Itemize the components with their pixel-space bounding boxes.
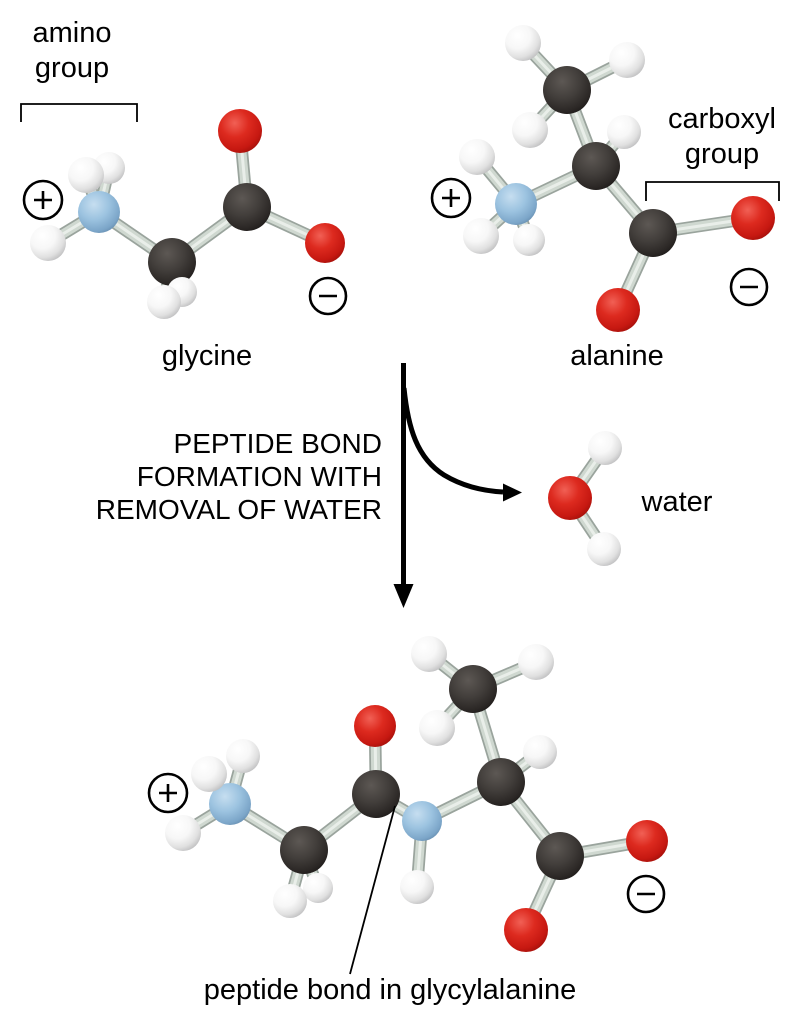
atom-N: [209, 783, 251, 825]
amino-group-bracket: [20, 103, 138, 122]
peptide-bond-pointer-line: [349, 805, 396, 975]
atom-O: [596, 288, 640, 332]
reaction-arrowhead: [393, 584, 414, 608]
atom-O: [626, 820, 668, 862]
molecule-water: [548, 431, 622, 566]
atom-H: [165, 815, 201, 851]
carboxyl-group-label: carboxyl group: [668, 103, 776, 170]
atom-O: [731, 196, 775, 240]
plus-charge-symbol: [22, 179, 64, 221]
atom-H: [459, 139, 495, 175]
atom-H: [512, 112, 548, 148]
atom-C: [572, 142, 620, 190]
plus-charge-symbol: [430, 177, 472, 219]
atom-H: [587, 532, 621, 566]
atom-H: [523, 735, 557, 769]
atom-C: [280, 826, 328, 874]
atom-O: [218, 109, 262, 153]
atom-N: [402, 801, 442, 841]
atom-H: [609, 42, 645, 78]
atom-C: [477, 758, 525, 806]
atom-H: [303, 873, 333, 903]
water-branch-arrowhead: [503, 483, 522, 502]
minus-charge-symbol: [626, 874, 666, 914]
atom-H: [419, 710, 455, 746]
atom-H: [518, 644, 554, 680]
peptide-bond-label: peptide bond in glycylalanine: [203, 974, 577, 1006]
atom-H: [191, 756, 227, 792]
atom-O: [305, 223, 345, 263]
atom-H: [607, 115, 641, 149]
atom-H: [147, 285, 181, 319]
atom-C: [543, 66, 591, 114]
atom-H: [513, 224, 545, 256]
plus-charge-symbol: [147, 772, 189, 814]
molecule-glycylalanine: [147, 636, 668, 952]
molecule-glycine: [22, 109, 348, 319]
atom-C: [536, 832, 584, 880]
atom-H: [226, 739, 260, 773]
atom-C: [352, 770, 400, 818]
atom-H: [273, 884, 307, 918]
minus-charge-symbol: [729, 267, 769, 307]
atom-O: [354, 705, 396, 747]
atom-H: [68, 157, 104, 193]
atom-O: [504, 908, 548, 952]
reaction-caption: PEPTIDE BOND FORMATION WITH REMOVAL OF W…: [95, 428, 382, 525]
alanine-label: alanine: [570, 340, 664, 372]
atom-H: [463, 218, 499, 254]
amino-group-label: amino group: [32, 17, 112, 84]
glycine-label: glycine: [161, 340, 253, 372]
water-branch-arrow: [401, 387, 504, 495]
atom-C: [148, 238, 196, 286]
minus-charge-symbol: [308, 276, 348, 316]
atom-C: [449, 665, 497, 713]
atom-C: [223, 183, 271, 231]
atom-N: [495, 183, 537, 225]
atom-H: [588, 431, 622, 465]
atom-H: [411, 636, 447, 672]
atom-H: [400, 870, 434, 904]
atom-C: [629, 209, 677, 257]
molecule-alanine: [430, 25, 775, 332]
atom-N: [78, 191, 120, 233]
water-label: water: [641, 486, 713, 518]
atom-O: [548, 476, 592, 520]
carboxyl-group-bracket: [645, 181, 780, 201]
atom-H: [505, 25, 541, 61]
atom-H: [30, 225, 66, 261]
